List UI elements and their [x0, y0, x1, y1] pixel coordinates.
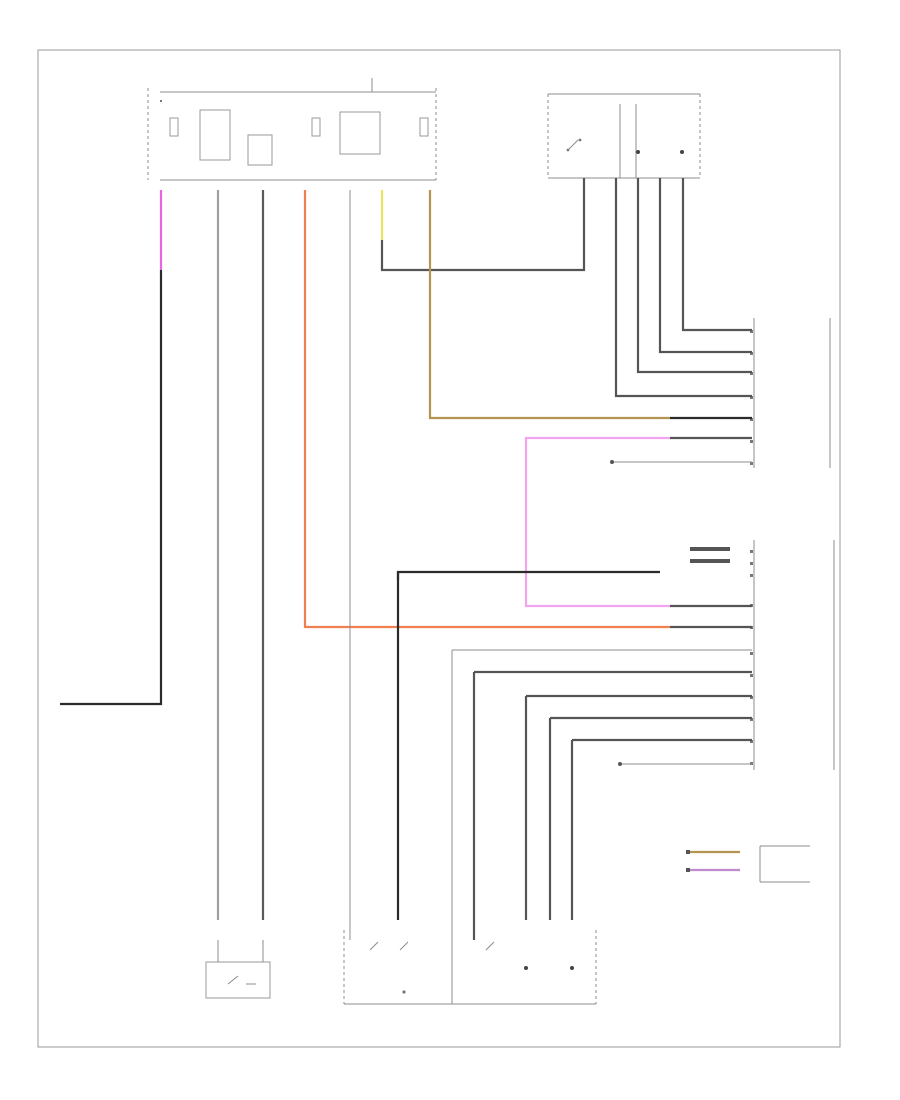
fuel-pump-relay-box	[205, 940, 271, 999]
ground-symbol-icon	[610, 460, 622, 766]
wire-front-1	[681, 178, 752, 332]
connector-pins	[690, 547, 730, 563]
wire-pink-loop	[524, 436, 670, 608]
fuse-icon	[169, 117, 429, 137]
wire-black-ground	[60, 270, 163, 706]
passenger-seat-connector	[690, 540, 835, 770]
wire-front-3	[636, 178, 752, 374]
wire-black-loop	[380, 178, 586, 272]
front-seat-module-box	[547, 93, 701, 179]
switch-icon	[227, 975, 256, 985]
wire-pass-black	[396, 570, 660, 580]
switch-icon	[566, 138, 582, 152]
switch-icon	[369, 941, 495, 951]
wire-orange	[303, 190, 670, 629]
wire-front-4	[614, 178, 752, 398]
relay-icon	[199, 109, 381, 166]
diagram-frame	[37, 49, 841, 1048]
wire-front-2	[658, 178, 752, 354]
front-seat-connector	[750, 318, 831, 468]
passenger-seat-switch-box	[343, 930, 597, 1005]
wire-tan	[428, 190, 670, 420]
antitheft-connector	[686, 845, 810, 883]
fuse-box-top	[147, 78, 437, 181]
